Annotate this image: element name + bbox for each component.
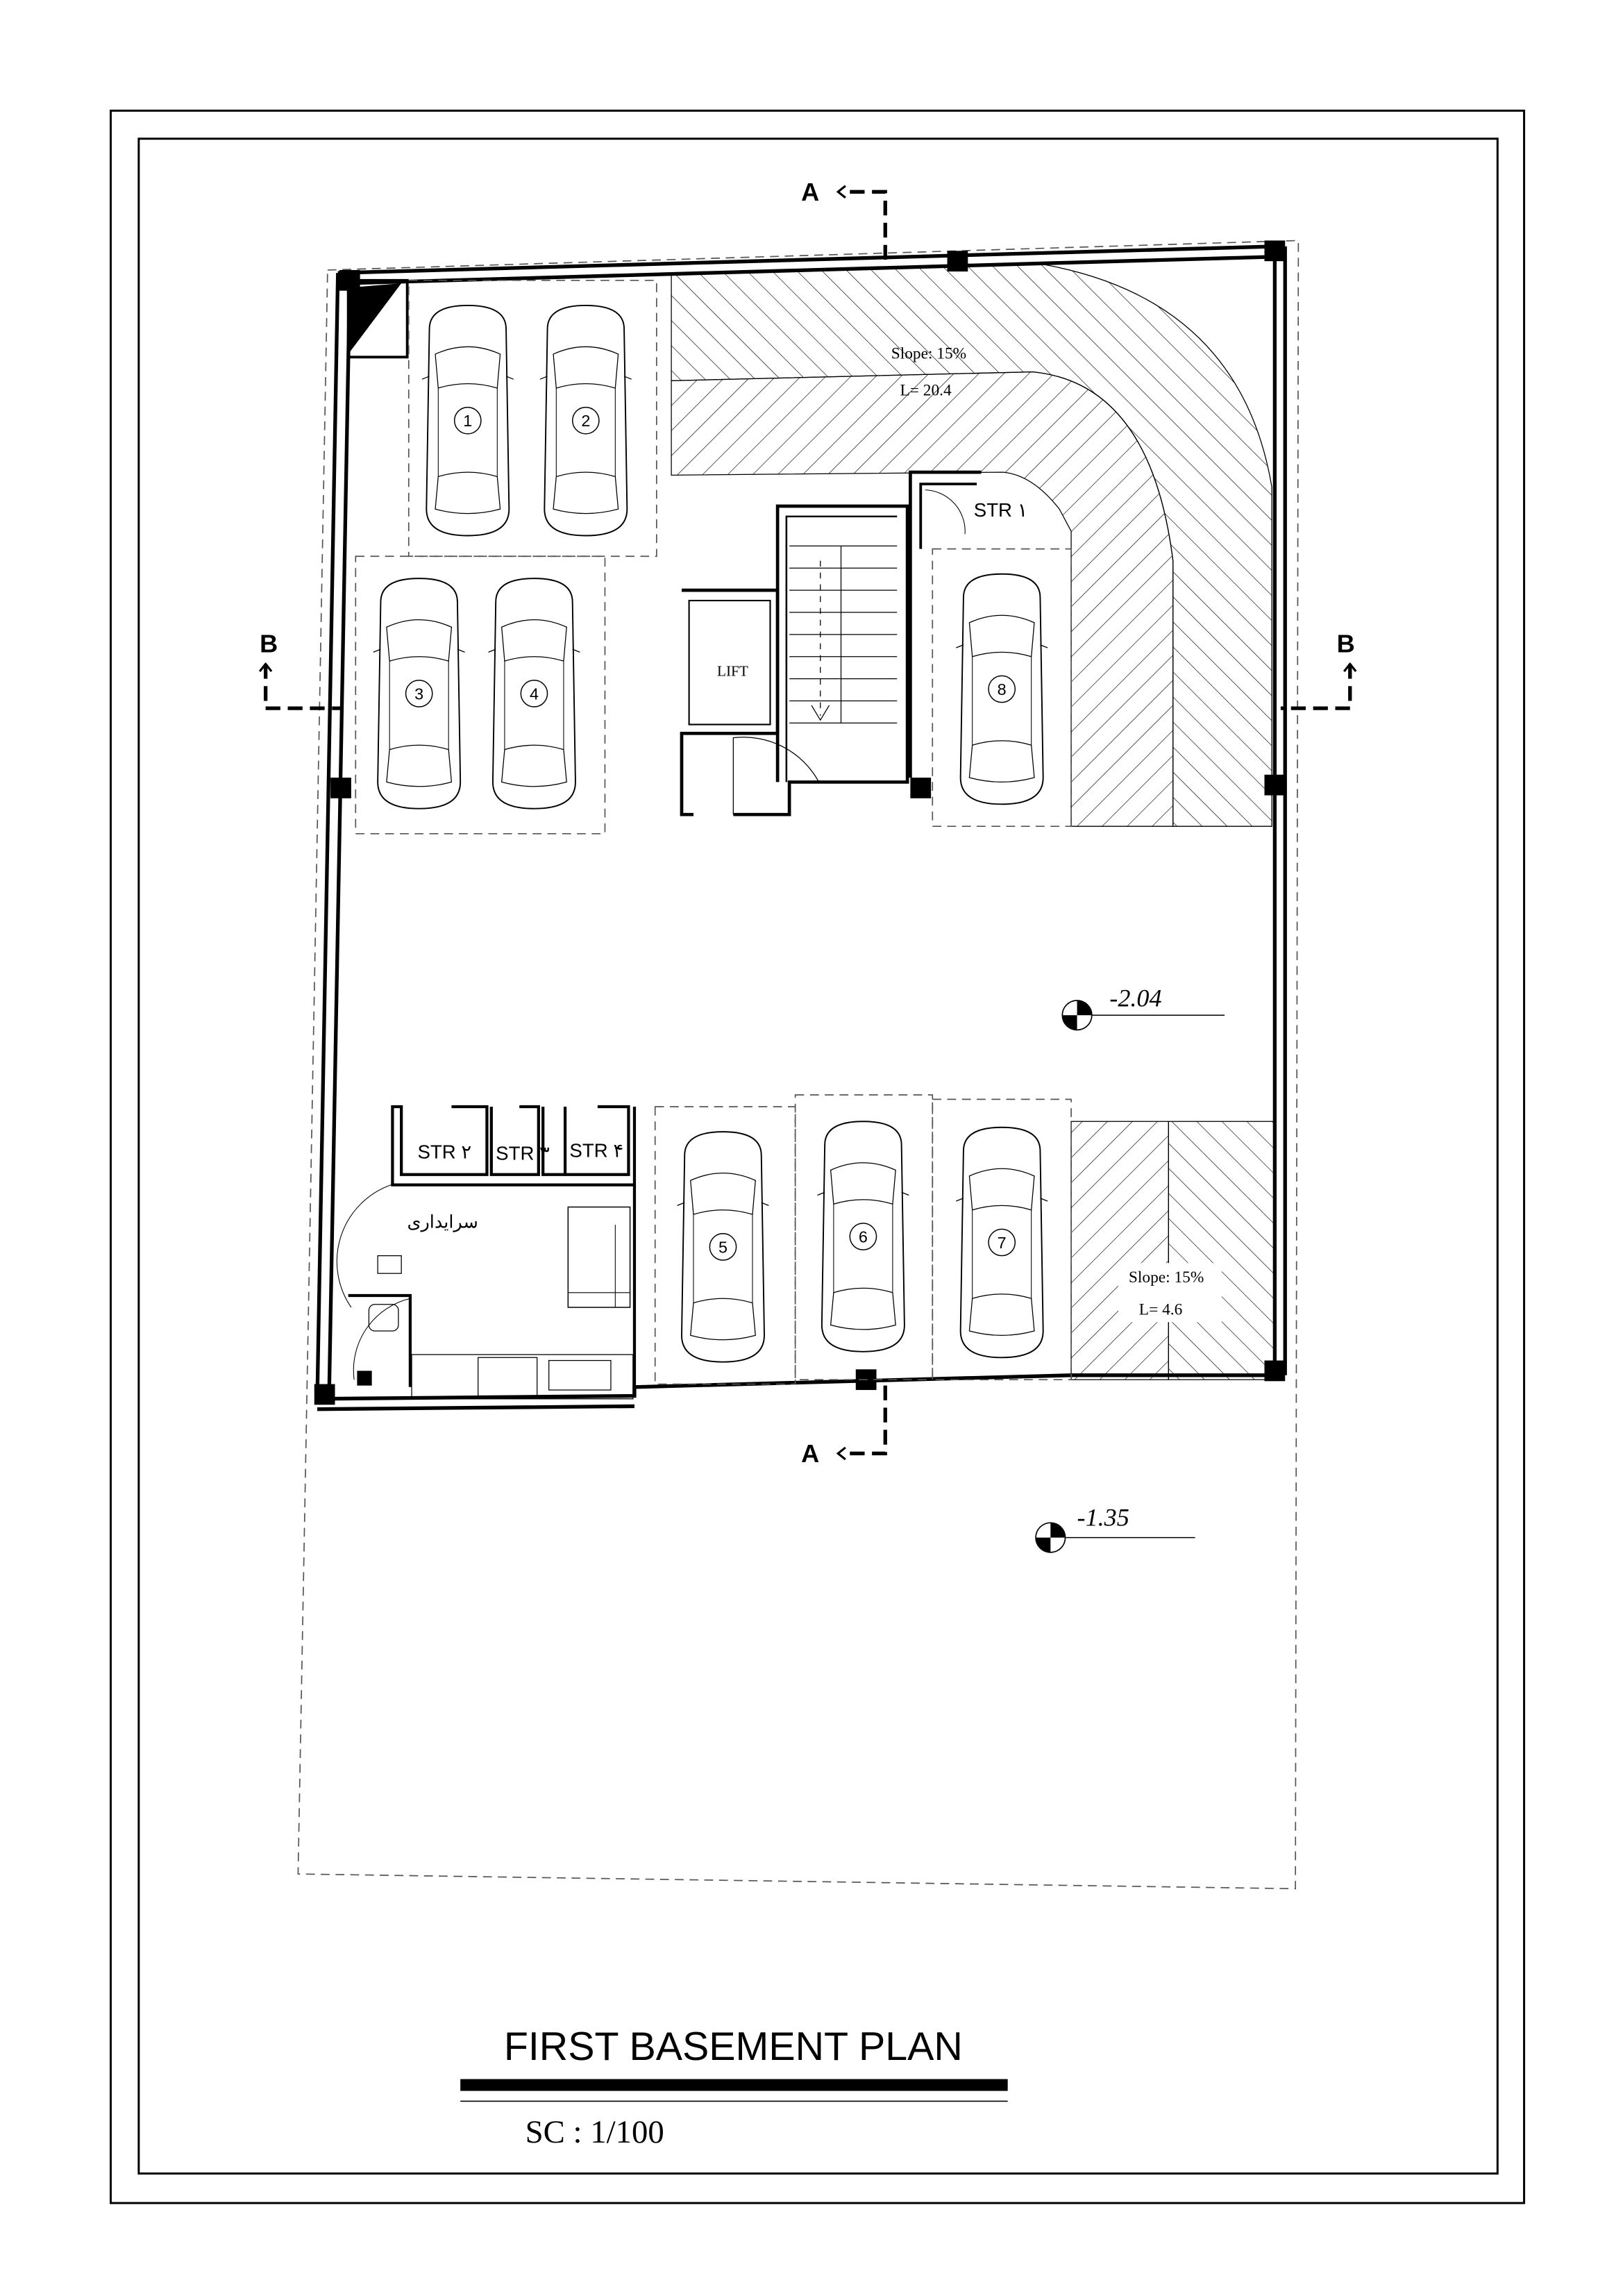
section-label-b-right: B (1337, 629, 1355, 657)
parking-space-6: 6 (816, 1121, 910, 1352)
store-label: STR ۴ (569, 1139, 623, 1161)
level-value: -2.04 (1109, 984, 1161, 1012)
parking-space-3: 3 (372, 578, 466, 810)
ramp-slope-label: Slope: 15% (1129, 1268, 1204, 1287)
parking-number: 4 (530, 685, 539, 703)
main-ramp: Slope: 15% L= 20.4 (671, 262, 1272, 827)
drawing-title: FIRST BASEMENT PLAN (504, 2025, 963, 2069)
parking-space-8: 8 (955, 573, 1049, 805)
stair-core (680, 504, 909, 816)
parking-space-7: 7 (955, 1126, 1049, 1359)
lift-label: LIFT (717, 662, 748, 679)
store-label: STR ۳ (496, 1143, 550, 1164)
parking-number: 6 (859, 1228, 868, 1246)
level-marker: -2.04 (1061, 984, 1225, 1031)
parking-number: 1 (463, 412, 472, 430)
parking-space-4: 4 (487, 578, 581, 810)
parking-number: 2 (581, 412, 590, 430)
title-underline (460, 2079, 1008, 2091)
parking-number: 7 (998, 1234, 1007, 1252)
ramp-length-label: L= 20.4 (900, 382, 952, 400)
parking-number: 3 (414, 685, 423, 703)
parking-number: 8 (998, 680, 1007, 698)
caretaker-label: سرایداری (407, 1212, 478, 1232)
store-1 (909, 470, 982, 778)
parking-space-2: 2 (539, 304, 632, 537)
store-label: STR ۱ (974, 499, 1028, 521)
section-label-a-bottom: A (801, 1439, 819, 1468)
level-marker: -1.35 (1035, 1504, 1195, 1553)
section-label-a-top: A (801, 178, 819, 206)
level-value: -1.35 (1077, 1504, 1129, 1532)
store-label: STR ۲ (418, 1141, 472, 1162)
ramp-length-label: L= 4.6 (1139, 1301, 1182, 1319)
drawing-scale: SC : 1/100 (525, 2114, 664, 2150)
ramp-slope-label: Slope: 15% (891, 344, 966, 362)
secondary-ramp: Slope: 15% L= 4.6 (1070, 1121, 1275, 1380)
parking-space-1: 1 (421, 304, 514, 537)
inner-border (137, 137, 1499, 2175)
outer-border (109, 109, 1526, 2204)
parking-number: 5 (718, 1238, 728, 1256)
section-label-b-left: B (260, 629, 278, 657)
section-markers (258, 185, 1357, 1461)
site-boundary (297, 240, 1300, 1890)
caretaker-unit (336, 1105, 637, 1400)
electric-panel-icon (357, 1371, 372, 1386)
shaft (346, 278, 409, 359)
parking-bays (355, 279, 1072, 1385)
parking-space-5: 5 (676, 1131, 770, 1363)
columns (314, 240, 1286, 1405)
